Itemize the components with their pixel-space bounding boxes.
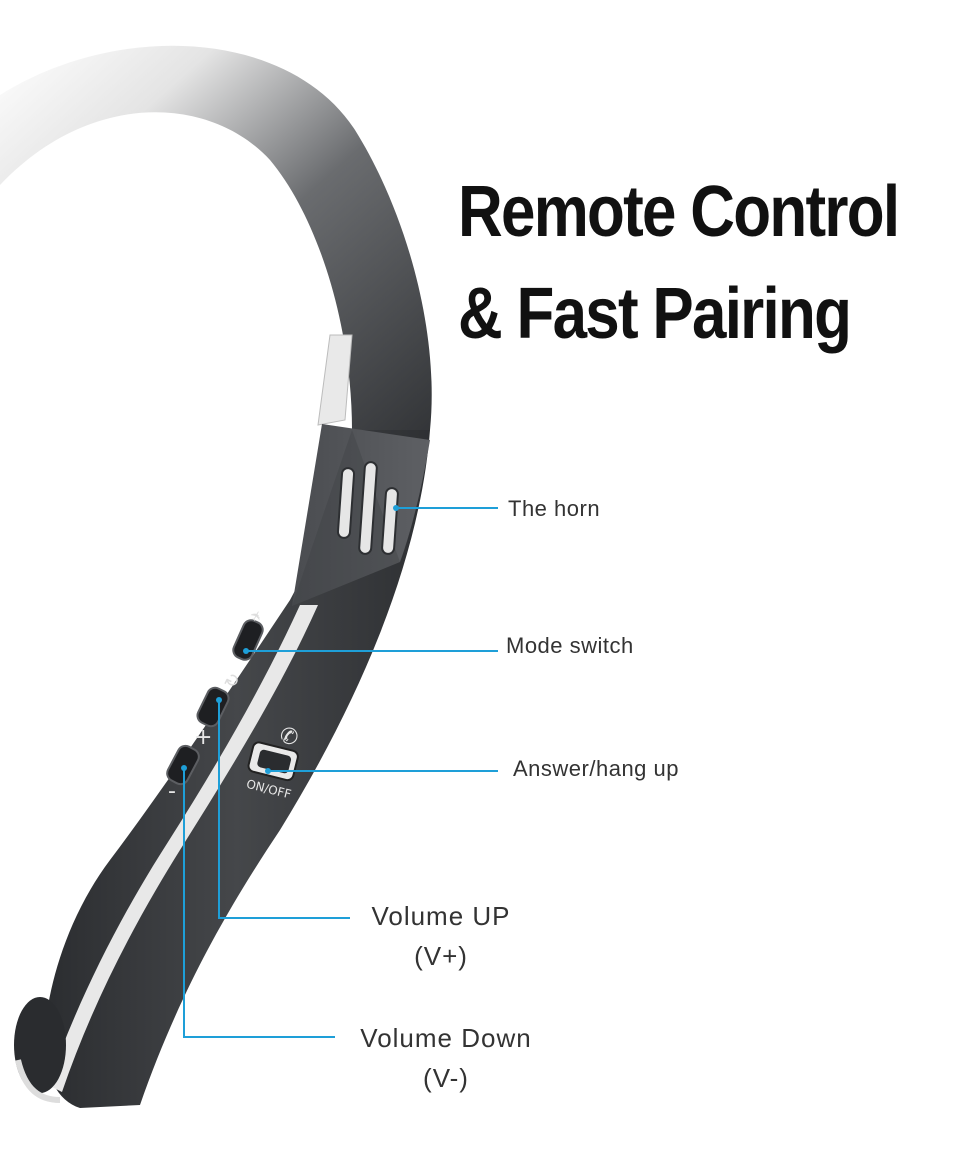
volume-up-line1: Volume UP bbox=[371, 901, 511, 931]
volume-up-line2: (V+) bbox=[414, 941, 468, 971]
headband-upper bbox=[0, 45, 432, 430]
neckband-body bbox=[44, 430, 430, 1108]
phone-icon: ✆ bbox=[277, 723, 301, 752]
mode-switch bbox=[232, 619, 264, 661]
title-line-1: Remote Control bbox=[458, 172, 900, 252]
neckband-edge-stripe bbox=[48, 605, 318, 1092]
horn-label: The horn bbox=[508, 496, 601, 521]
plus-marking: + bbox=[194, 725, 212, 750]
volume-down-button bbox=[166, 744, 200, 786]
volume-down-leader bbox=[183, 768, 335, 1038]
volume-up-label: Volume UP (V+) bbox=[362, 903, 520, 969]
volume-down-line2: (V-) bbox=[423, 1063, 469, 1093]
volume-down-label: Volume Down (V-) bbox=[352, 1025, 540, 1091]
minus-marking: - bbox=[168, 779, 176, 804]
headband-stripe bbox=[317, 334, 353, 426]
mode-switch-label: Mode switch bbox=[506, 633, 634, 658]
volume-up-button bbox=[196, 686, 230, 728]
earbud-end bbox=[14, 997, 66, 1093]
volume-up-leader bbox=[218, 700, 350, 919]
volume-down-line1: Volume Down bbox=[360, 1023, 532, 1053]
horn-slots bbox=[336, 461, 399, 555]
answer-label: Answer/hang up bbox=[513, 756, 679, 781]
title-line-2: & Fast Pairing bbox=[458, 274, 852, 354]
